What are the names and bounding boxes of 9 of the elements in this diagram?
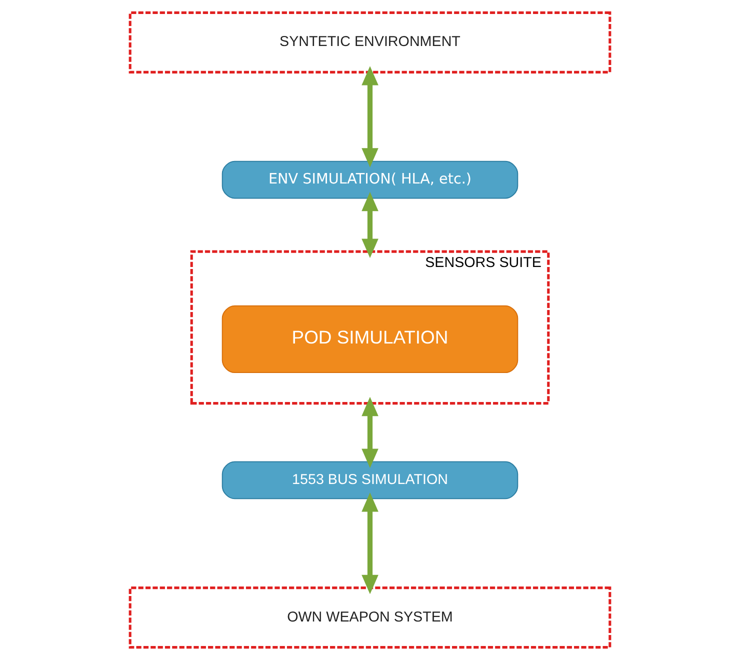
node-box: POD SIMULATION [221,305,518,374]
arrow [361,492,378,594]
node-box: OWN WEAPON SYSTEM [128,586,611,649]
arrow [361,396,378,468]
node-box: 1553 BUS SIMULATION [221,461,518,500]
arrow [361,66,378,168]
arrow [361,192,378,258]
node-box: ENV SIMULATION( HLA, etc.) [221,160,518,199]
node-box: SYNTETIC ENVIRONMENT [128,11,611,74]
